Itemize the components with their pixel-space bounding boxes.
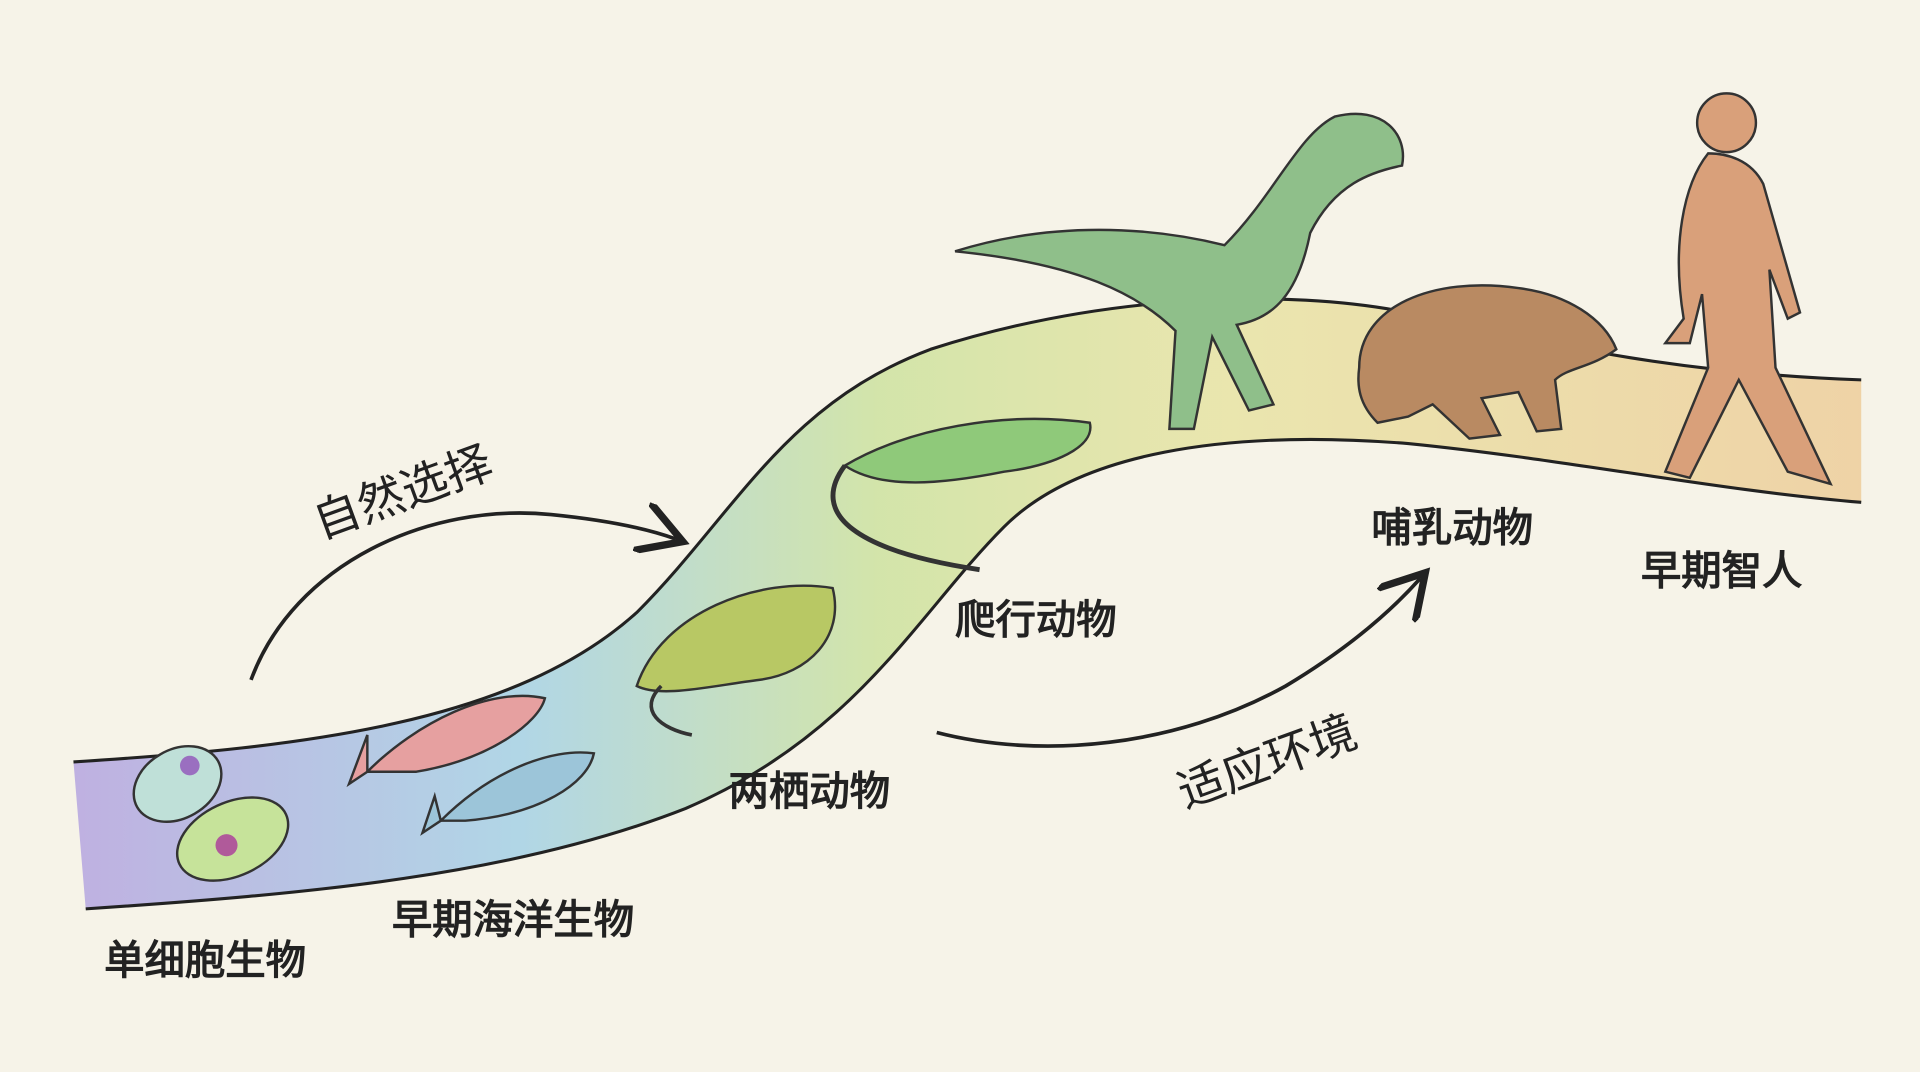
natural-selection-arrow	[249, 513, 676, 681]
path-bottom-edge	[85, 437, 1862, 911]
reptile-illustration	[830, 417, 1092, 573]
label-reptile: 爬行动物	[955, 595, 1117, 643]
evolution-path-band	[73, 298, 1862, 909]
amphibian-illustration	[635, 584, 837, 737]
adaptation-arrow	[936, 578, 1421, 748]
mammal-bear-illustration	[1357, 284, 1618, 440]
label-mammal: 哺乳动物	[1371, 504, 1533, 552]
dinosaur-illustration	[954, 112, 1405, 431]
label-amphibian: 两栖动物	[729, 767, 891, 815]
label-early-marine: 早期海洋生物	[392, 895, 634, 943]
label-single-cell: 单细胞生物	[104, 936, 306, 984]
label-early-human: 早期智人	[1641, 546, 1803, 594]
early-human-illustration	[1662, 92, 1833, 486]
single-cell-organisms-illustration	[132, 745, 290, 882]
annotation-natural-selection: 自然选择	[306, 435, 499, 549]
early-marine-life-illustration	[346, 694, 596, 836]
